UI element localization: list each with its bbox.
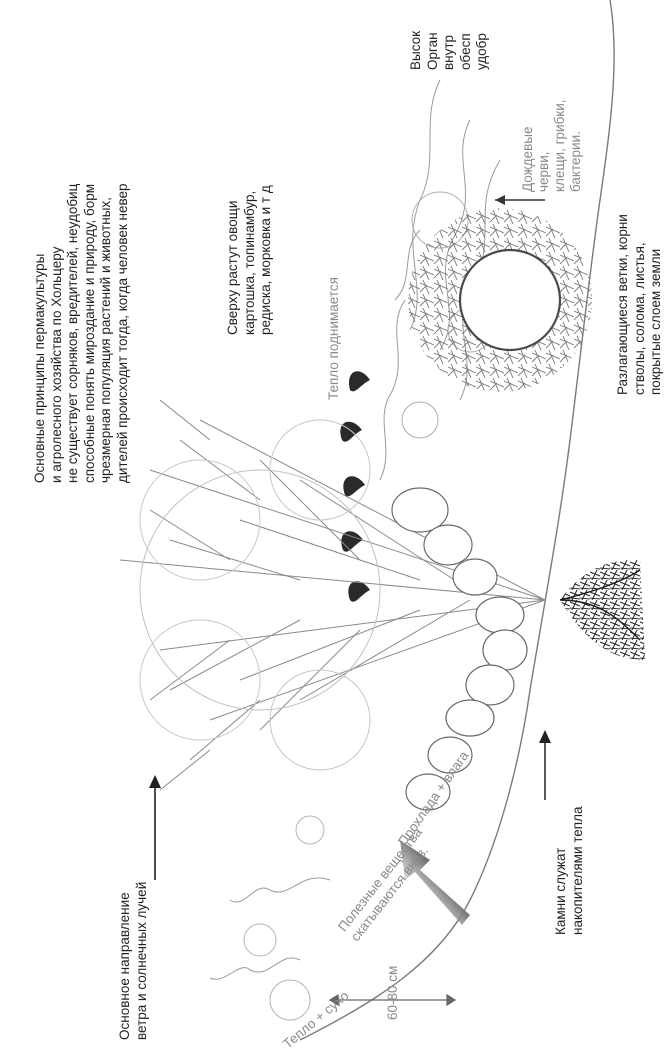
top-right-line: внутр [441, 31, 458, 70]
intro-line: способные понять мироздание и природу, б… [82, 183, 99, 483]
tree-roots [560, 560, 645, 660]
top-right-line: Высок [408, 31, 425, 70]
heat-plumes [340, 371, 370, 601]
heat-rises-label: Тепло поднимается [326, 277, 342, 400]
top-right-line: обесп [458, 31, 475, 70]
shrubs-lower [210, 816, 330, 1020]
wind-label: Основное направление ветра и солнечных л… [117, 882, 150, 1040]
vegetables-line: картошка, топинамбур, [242, 185, 259, 335]
buried-log [408, 208, 592, 392]
intro-text: Основные принципы пермакультуры и агроле… [32, 183, 131, 483]
wind-line: Основное направление [117, 882, 134, 1040]
vegetables-label: Сверху растут овощи картошка, топинамбур… [225, 185, 275, 335]
intro-line: дителей происходит тогда, когда человек … [115, 183, 132, 483]
decomposing-line: стволы, солома, листья, [632, 214, 649, 395]
top-right-text: Высок Орган внутр обесп удобр [408, 31, 491, 70]
decomposing-line: покрытые слоем земли [648, 214, 665, 395]
wind-line: ветра и солнечных лучей [134, 882, 151, 1040]
intro-line: чрезмерная популяция растений и животных… [98, 183, 115, 483]
height-label: 60-80 см [385, 966, 401, 1020]
stones-label: Камни служат накопителями тепла [553, 807, 586, 935]
stones-line: Камни служат [553, 807, 570, 935]
intro-line: не существует сорняков, вредителей, неуд… [65, 183, 82, 483]
vegetables-line: Сверху растут овощи [225, 185, 242, 335]
soil-life-label: Дождевые черви, клещи, грибки, бактерии. [520, 100, 584, 193]
stones-pointer [539, 730, 551, 800]
vegetables-line: редиска, морковка и т д [258, 185, 275, 335]
top-right-line: Орган [425, 31, 442, 70]
soil-life-line: клещи, грибки, [552, 100, 568, 193]
stones-line: накопителями тепла [570, 807, 587, 935]
soil-life-line: бактерии. [568, 100, 584, 193]
soil-life-line: черви, [536, 100, 552, 193]
intro-line: и агролесного хозяйства по Хольцеру [49, 183, 66, 483]
top-right-line: удобр [474, 31, 491, 70]
decomposing-label: Разлагающиеся ветки, корни стволы, солом… [615, 214, 665, 395]
soil-life-line: Дождевые [520, 100, 536, 193]
wind-arrow [149, 775, 161, 880]
intro-line: Основные принципы пермакультуры [32, 183, 49, 483]
decomposing-line: Разлагающиеся ветки, корни [615, 214, 632, 395]
